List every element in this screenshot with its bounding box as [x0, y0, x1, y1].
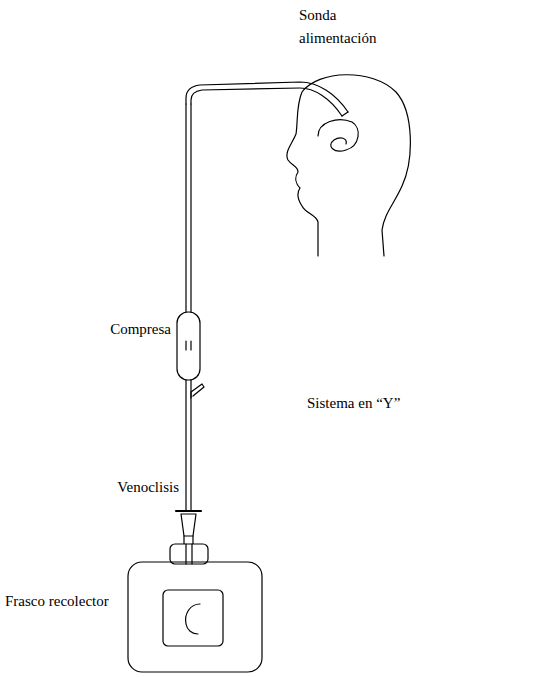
- tube-line: [185, 104, 186, 510]
- feeding-tube: [191, 88, 342, 116]
- collection-bag: [128, 562, 262, 672]
- part-label: Sistema en “Y”: [306, 392, 401, 415]
- part-label: Compresa: [109, 318, 172, 341]
- feeding-tube: [342, 112, 348, 116]
- connector-flange: [176, 510, 201, 512]
- part-label: Sonda alimentación: [298, 4, 400, 49]
- part-label: Frasco recolector: [4, 590, 110, 613]
- tube-line: [190, 104, 191, 510]
- bag-label-mark: [186, 604, 200, 634]
- bag-neck: [191, 544, 192, 564]
- part-label: Venoclisis: [116, 476, 180, 499]
- connector-body: [181, 514, 196, 536]
- compress-mark: [190, 341, 191, 350]
- y-branch: [191, 384, 204, 398]
- compress-mark: [185, 341, 186, 350]
- head-outline: [287, 75, 410, 256]
- bag-neck: [185, 544, 186, 564]
- ear-shape: [318, 120, 358, 151]
- compress-pad: [177, 312, 200, 380]
- bag-neck: [170, 544, 208, 564]
- bag-label-panel: [163, 590, 223, 646]
